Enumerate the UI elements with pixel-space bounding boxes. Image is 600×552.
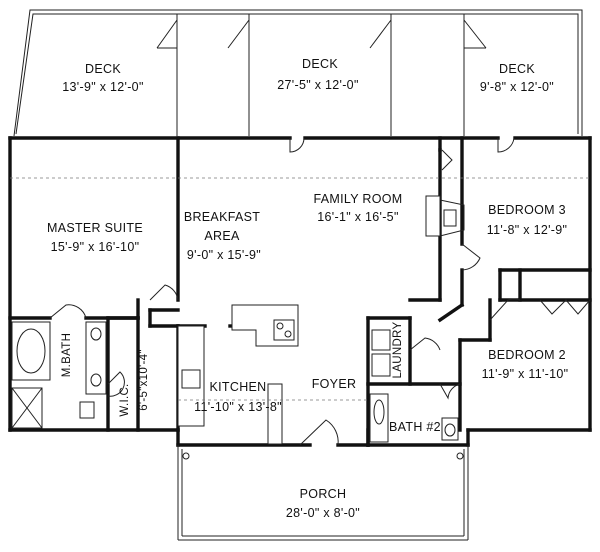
deck-left-name: DECK xyxy=(85,62,121,76)
bedroom3-size: 11'-8" x 12'-9" xyxy=(487,223,567,237)
deck-area xyxy=(13,9,583,137)
bedroom2-name: BEDROOM 2 xyxy=(488,348,566,362)
kitchen-name: KITCHEN xyxy=(210,380,267,394)
kitchen-fixtures xyxy=(177,304,299,445)
deck-left-size: 13'-9" x 12'-0" xyxy=(62,80,143,94)
porch-name: PORCH xyxy=(300,487,347,501)
ceiling-lines xyxy=(10,177,590,401)
walls xyxy=(8,136,592,447)
kitchen-size: 11'-10" x 13'-8" xyxy=(194,400,282,414)
porch xyxy=(177,445,469,541)
doors xyxy=(49,137,591,446)
porch-size: 28'-0" x 8'-0" xyxy=(286,506,360,520)
bedroom3-name: BEDROOM 3 xyxy=(488,203,566,217)
master-suite-size: 15'-9" x 16'-10" xyxy=(51,240,140,254)
bedroom2-size: 11'-9" x 11'-10" xyxy=(482,367,569,381)
bath-fixtures xyxy=(11,321,459,443)
wic-name: W.I.C. xyxy=(119,383,131,416)
deck-center-name: DECK xyxy=(302,57,338,71)
breakfast-size: 9'-0" x 15'-9" xyxy=(187,248,261,262)
breakfast-name-2: AREA xyxy=(204,229,240,243)
wic-size: 6'-5"x10'-4" xyxy=(138,349,150,411)
breakfast-name-1: BREAKFAST xyxy=(184,210,260,224)
deck-center-size: 27'-5" x 12'-0" xyxy=(277,78,358,92)
master-bath-name: M.BATH xyxy=(61,333,73,377)
deck-right-name: DECK xyxy=(499,62,535,76)
family-room-name: FAMILY ROOM xyxy=(314,192,403,206)
master-suite-name: MASTER SUITE xyxy=(47,221,143,235)
deck-right-size: 9'-8" x 12'-0" xyxy=(480,80,554,94)
room-labels: DECK 13'-9" x 12'-0" DECK 27'-5" x 12'-0… xyxy=(47,57,568,520)
family-room-size: 16'-1" x 16'-5" xyxy=(317,210,398,224)
laundry-name: LAUNDRY xyxy=(392,322,404,379)
foyer-name: FOYER xyxy=(312,377,357,391)
fireplace xyxy=(425,195,465,237)
bath2-name: BATH #2 xyxy=(389,420,441,434)
